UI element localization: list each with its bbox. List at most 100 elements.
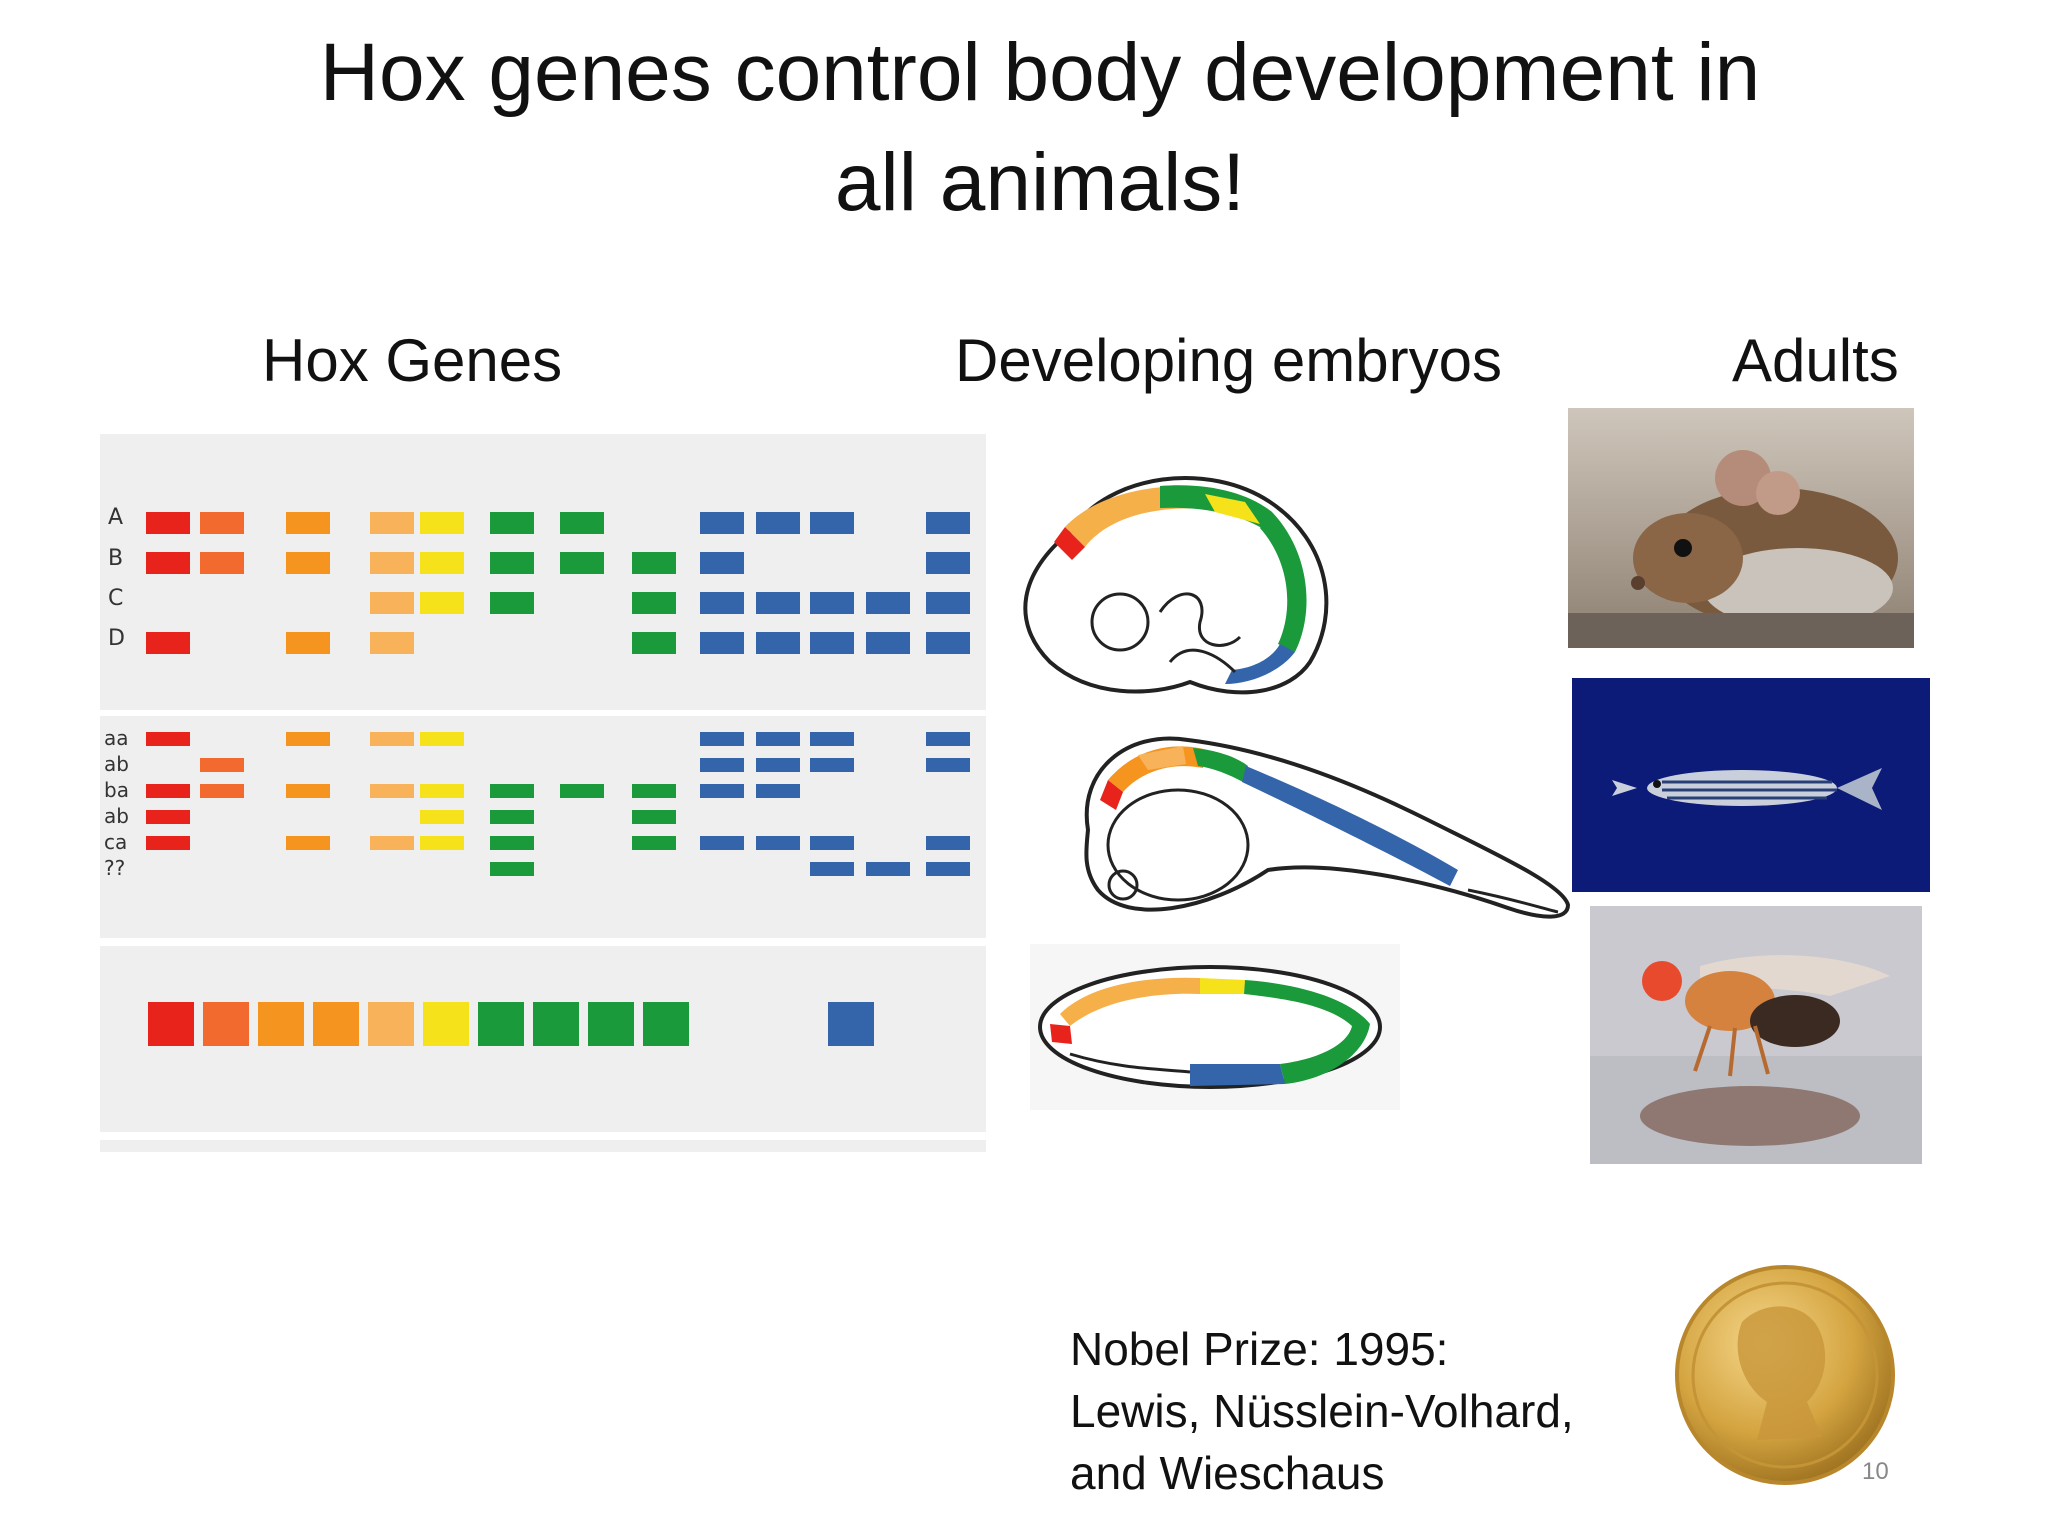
nobel-line-3: and Wieschaus: [1070, 1447, 1385, 1499]
gene-block: [533, 1002, 579, 1046]
gene-block: [810, 758, 854, 772]
fish-embryo-drawing: [1084, 736, 1571, 919]
gene-block: [286, 552, 330, 574]
row-label: ba: [104, 778, 129, 802]
mouse-photo: [1568, 408, 1914, 648]
gene-block: [756, 732, 800, 746]
gene-block: [810, 732, 854, 746]
gene-block: [926, 512, 970, 534]
gene-block: [370, 512, 414, 534]
gene-block: [370, 732, 414, 746]
gene-block: [146, 512, 190, 534]
gene-block: [588, 1002, 634, 1046]
gene-block: [370, 552, 414, 574]
row-label: ca: [104, 830, 127, 854]
gene-block: [200, 552, 244, 574]
gene-block: [146, 836, 190, 850]
gene-block: [810, 862, 854, 876]
gene-block: [286, 732, 330, 746]
gene-block: [632, 552, 676, 574]
gene-block: [926, 862, 970, 876]
gene-block: [370, 836, 414, 850]
gene-block: [560, 784, 604, 798]
gene-block: [478, 1002, 524, 1046]
gene-block: [203, 1002, 249, 1046]
row-label: aa: [104, 726, 129, 750]
fish-hox-panel: [100, 716, 986, 938]
gene-block: [146, 784, 190, 798]
row-label: D: [108, 626, 125, 651]
gene-block: [200, 512, 244, 534]
row-label: ab: [104, 752, 129, 776]
gene-block: [810, 512, 854, 534]
panel-bottom-strip: [100, 1140, 986, 1152]
gene-block: [370, 784, 414, 798]
gene-block: [423, 1002, 469, 1046]
gene-block: [632, 836, 676, 850]
gene-block: [926, 592, 970, 614]
gene-block: [866, 862, 910, 876]
gene-block: [700, 784, 744, 798]
gene-block: [200, 784, 244, 798]
gene-block: [632, 810, 676, 824]
gene-block: [756, 784, 800, 798]
title-line-2: all animals!: [834, 137, 1246, 228]
gene-block: [370, 592, 414, 614]
gene-block: [420, 836, 464, 850]
gene-block: [313, 1002, 359, 1046]
nobel-prize-text: Nobel Prize: 1995: Lewis, Nüsslein-Volha…: [1070, 1318, 1574, 1504]
gene-block: [560, 552, 604, 574]
gene-block: [926, 836, 970, 850]
gene-block: [700, 512, 744, 534]
gene-block: [560, 512, 604, 534]
gene-block: [756, 592, 800, 614]
mouse-hox-panel: [100, 434, 986, 710]
gene-block: [810, 592, 854, 614]
row-label: A: [108, 505, 123, 530]
nobel-line-1: Nobel Prize: 1995:: [1070, 1323, 1449, 1375]
gene-block: [866, 592, 910, 614]
fish-row-labels: aa ab ba ab ca ??: [104, 726, 129, 880]
gene-block: [926, 552, 970, 574]
gene-block: [926, 732, 970, 746]
gene-block: [286, 632, 330, 654]
row-label: ab: [104, 804, 129, 828]
gene-block: [148, 1002, 194, 1046]
gene-block: [632, 784, 676, 798]
mouse-embryo-drawing: [1023, 476, 1329, 695]
gene-block: [490, 552, 534, 574]
row-label: ??: [104, 856, 125, 880]
gene-block: [286, 836, 330, 850]
gene-block: [810, 836, 854, 850]
gene-block: [146, 552, 190, 574]
gene-block: [828, 1002, 874, 1046]
gene-block: [146, 732, 190, 746]
row-label: C: [108, 586, 123, 611]
gene-block: [756, 632, 800, 654]
gene-block: [643, 1002, 689, 1046]
gene-block: [420, 810, 464, 824]
gene-block: [420, 784, 464, 798]
gene-block: [926, 632, 970, 654]
gene-block: [286, 784, 330, 798]
fruit-fly-photo: [1590, 906, 1922, 1164]
fly-embryo-drawing: [1030, 944, 1400, 1110]
gene-block: [146, 810, 190, 824]
gene-block: [368, 1002, 414, 1046]
gene-block: [420, 592, 464, 614]
gene-block: [490, 810, 534, 824]
gene-block: [490, 592, 534, 614]
gene-block: [810, 632, 854, 654]
gene-block: [420, 732, 464, 746]
mouse-row-labels: A B C D: [108, 505, 125, 651]
gene-block: [700, 592, 744, 614]
gene-block: [632, 592, 676, 614]
gene-block: [866, 632, 910, 654]
nobel-line-2: Lewis, Nüsslein-Volhard,: [1070, 1385, 1574, 1437]
gene-block: [926, 758, 970, 772]
gene-block: [700, 758, 744, 772]
gene-block: [490, 784, 534, 798]
gene-block: [700, 552, 744, 574]
page-number: 10: [1862, 1458, 1889, 1485]
